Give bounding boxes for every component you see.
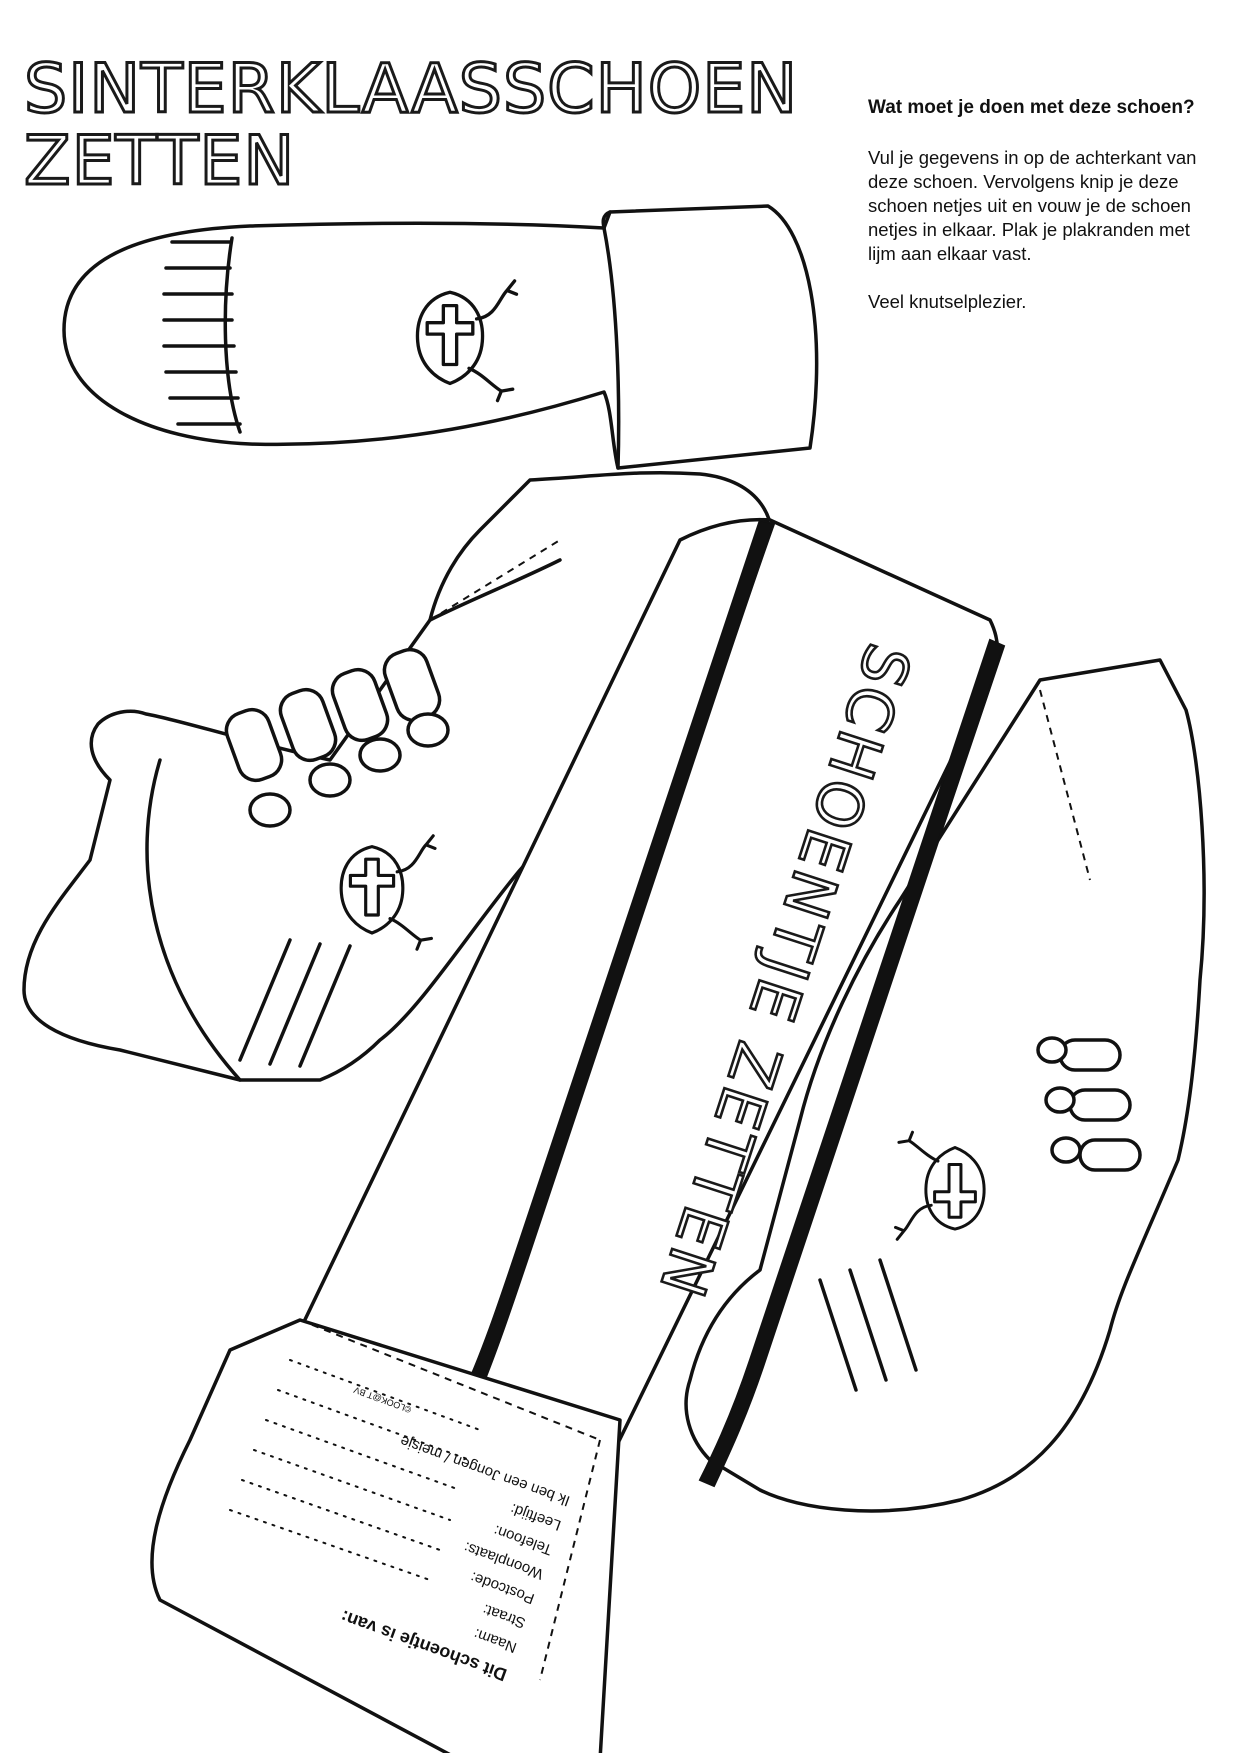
page-title: SINTERKLAASSCHOEN ZETTEN (22, 50, 799, 201)
title-line-1: SINTERKLAASSCHOEN (22, 50, 799, 129)
instructions-body: Vul je gegevens in op de achterkant van … (868, 147, 1197, 264)
sneaker-right-icon (684, 658, 1206, 1513)
instructions-closing: Veel knutselplezier. (868, 291, 1027, 312)
shoe-sole-icon (62, 204, 819, 470)
instructions-heading: Wat moet je doen met deze schoen? (868, 97, 1195, 118)
sneaker-left-icon (22, 470, 775, 1082)
instructions-panel: Wat moet je doen met deze schoen? Vul je… (868, 96, 1208, 338)
title-line-2: ZETTEN (22, 122, 296, 201)
name-form-flap: Dit schoentje is van: Naam: Straat: Post… (150, 1318, 622, 1753)
